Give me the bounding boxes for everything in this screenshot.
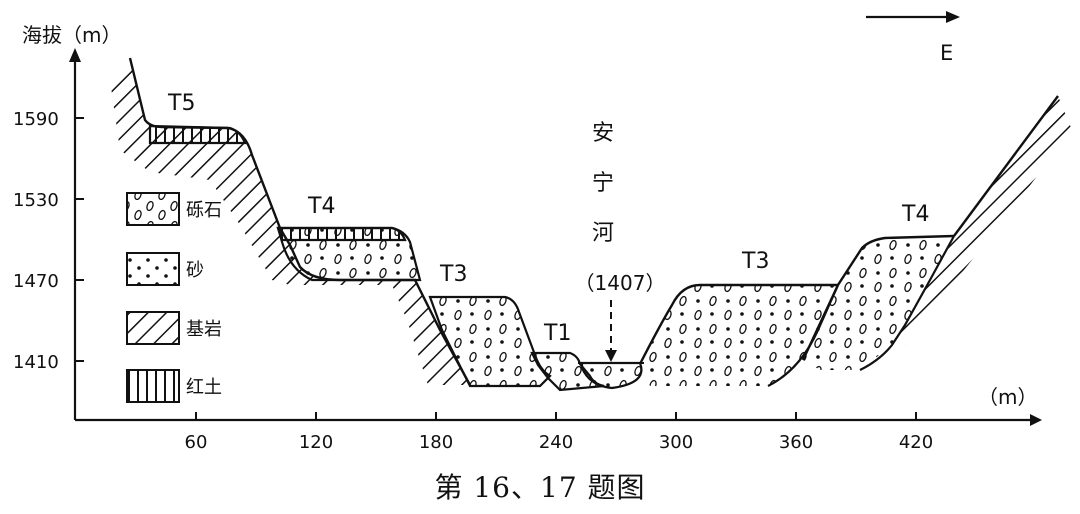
legend: 砾石 砂 基岩 红土 <box>126 192 222 403</box>
y-ticks: 1590 1530 1470 1410 <box>13 109 84 373</box>
terrace-label-t3-left: T3 <box>439 262 467 287</box>
terrace-t4-left: T4 <box>276 194 422 282</box>
legend-label-bedrock: 基岩 <box>186 319 222 340</box>
arrow-down-icon <box>605 350 617 362</box>
riverbed-deposit <box>580 361 643 390</box>
y-tick-label: 1590 <box>13 109 59 130</box>
x-tick-label: 420 <box>899 432 933 453</box>
river-name-char: 河 <box>592 221 614 246</box>
terrace-label-t3-right: T3 <box>741 249 769 274</box>
legend-label-sand: 砂 <box>186 260 204 281</box>
bedrock-hatch <box>890 96 1072 350</box>
x-tick-label: 360 <box>779 432 813 453</box>
direction-label: E <box>940 41 953 65</box>
terrace-label-t5: T5 <box>167 91 195 116</box>
y-axis-label: 海拔（m） <box>22 23 121 47</box>
t5-laterite-layer <box>148 124 247 145</box>
river-name-char: 宁 <box>592 171 614 196</box>
river-name-char: 安 <box>592 121 614 146</box>
arrow-right-icon <box>946 11 960 23</box>
legend-label-laterite: 红土 <box>186 377 222 398</box>
terrace-label-t4-left: T4 <box>307 194 335 219</box>
y-tick-label: 1530 <box>13 190 59 211</box>
river-channel: 安 宁 河 （1407） <box>575 121 666 390</box>
x-ticks: 60 120 180 240 300 360 420 <box>185 412 933 453</box>
east-direction-arrow: E <box>866 11 960 65</box>
t4-right-profile-line <box>801 234 955 361</box>
x-axis-arrow-icon <box>1030 414 1042 426</box>
legend-label-gravel: 砾石 <box>186 200 222 221</box>
x-axis-label: （m） <box>978 385 1037 409</box>
legend-swatch-sand <box>126 252 180 286</box>
figure-caption: 第 16、17 题图 <box>434 471 646 504</box>
x-tick-label: 120 <box>299 432 333 453</box>
bedrock-profile-line <box>953 95 1059 237</box>
x-tick-label: 180 <box>419 432 453 453</box>
x-tick-label: 240 <box>539 432 573 453</box>
y-axis-arrow-icon <box>69 48 81 62</box>
legend-swatch-gravel <box>126 192 180 226</box>
y-tick-label: 1410 <box>13 352 59 373</box>
right-bedrock <box>890 95 1072 350</box>
t4-left-laterite-layer <box>276 226 407 242</box>
terrace-t5: T5 <box>148 91 247 145</box>
t3-right-profile-line <box>638 283 838 365</box>
x-tick-label: 300 <box>659 432 693 453</box>
axes: 海拔（m） （m） 1590 1530 1470 1410 60 120 180… <box>13 23 1042 453</box>
t4-right-deposit <box>803 236 954 370</box>
legend-swatch-bedrock <box>126 311 180 345</box>
terrace-label-t1: T1 <box>543 321 571 346</box>
x-tick-label: 60 <box>185 432 208 453</box>
y-tick-label: 1470 <box>13 271 59 292</box>
terrace-label-t4-right: T4 <box>901 202 929 227</box>
legend-swatch-laterite <box>126 369 180 403</box>
terrace-t3-right: T3 <box>638 249 840 387</box>
t3-right-deposit <box>640 285 838 386</box>
river-elevation-label: （1407） <box>575 271 666 295</box>
